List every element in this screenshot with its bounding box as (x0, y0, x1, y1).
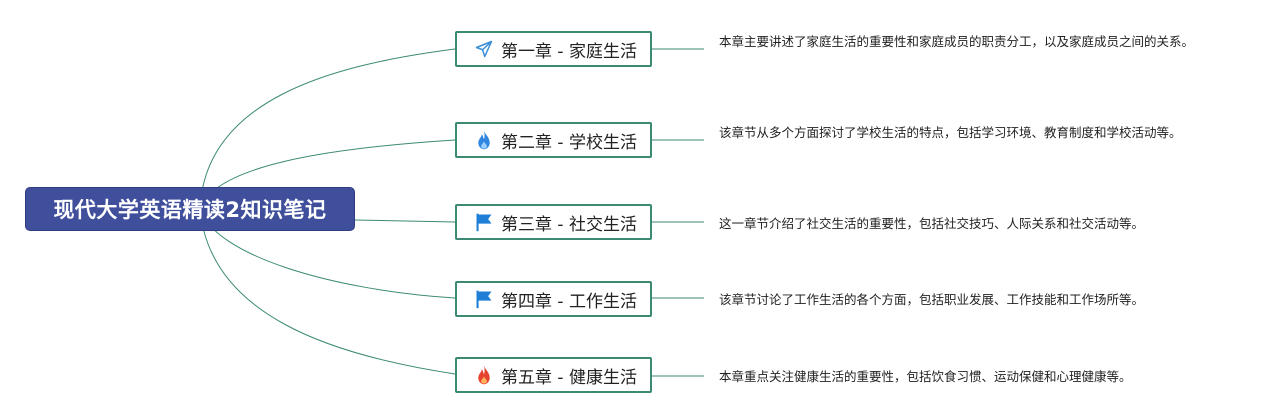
note-chapter-4: 该章节讨论了工作生活的各个方面，包括职业发展、工作技能和工作场所等。 (719, 292, 1145, 307)
flame-icon (473, 364, 495, 386)
note-chapter-1: 本章主要讲述了家庭生活的重要性和家庭成员的职责分工，以及家庭成员之间的关系。 (719, 34, 1195, 49)
branch-chapter-1[interactable]: 第一章 - 家庭生活 (455, 31, 652, 67)
branch-title: 第一章 - 家庭生活 (501, 41, 637, 62)
branch-title: 第四章 - 工作生活 (501, 291, 637, 312)
flag-icon (473, 288, 495, 310)
branch-title: 第五章 - 健康生活 (501, 367, 637, 388)
branch-title: 第三章 - 社交生活 (501, 214, 637, 235)
paper-plane-icon (473, 38, 495, 60)
branch-chapter-4[interactable]: 第四章 - 工作生活 (455, 281, 652, 317)
branch-chapter-5[interactable]: 第五章 - 健康生活 (455, 357, 652, 393)
note-chapter-5: 本章重点关注健康生活的重要性，包括饮食习惯、运动保健和心理健康等。 (719, 369, 1132, 384)
note-chapter-2: 该章节从多个方面探讨了学校生活的特点，包括学习环境、教育制度和学校活动等。 (719, 125, 1182, 140)
root-topic[interactable]: 现代大学英语精读2知识笔记 (26, 188, 354, 230)
branch-title: 第二章 - 学校生活 (501, 132, 637, 153)
branch-chapter-3[interactable]: 第三章 - 社交生活 (455, 204, 652, 240)
note-chapter-3: 这一章节介绍了社交生活的重要性，包括社交技巧、人际关系和社交活动等。 (719, 216, 1145, 231)
root-title: 现代大学英语精读2知识笔记 (53, 198, 327, 222)
flag-icon (473, 211, 495, 233)
branch-chapter-2[interactable]: 第二章 - 学校生活 (455, 122, 652, 158)
flame-icon (473, 129, 495, 151)
